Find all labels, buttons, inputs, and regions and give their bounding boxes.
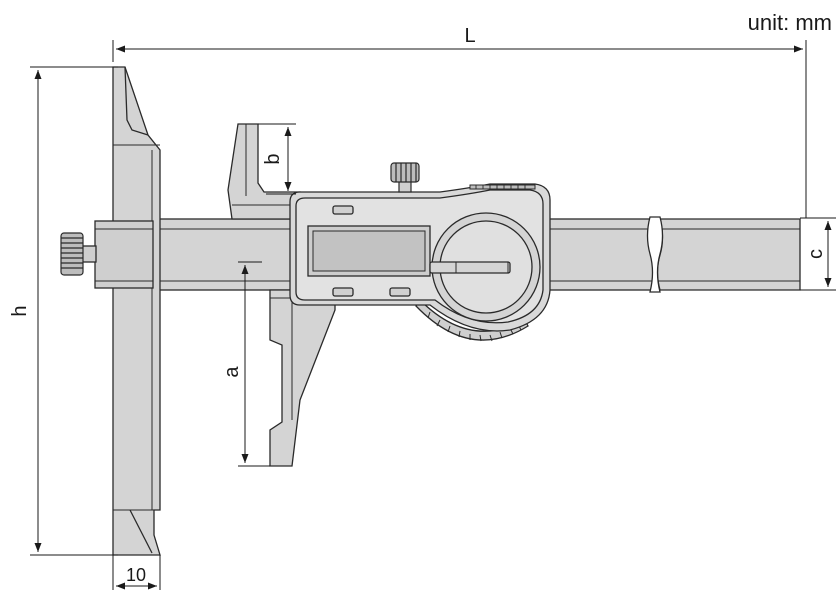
lower-jaw [269, 289, 336, 467]
depth-base [112, 66, 161, 556]
label-h: h [9, 305, 31, 316]
dimension-lines [30, 40, 836, 590]
label-base-width: 10 [126, 565, 146, 585]
base-lock-screw-icon [60, 232, 84, 276]
beam-break-mark [646, 216, 664, 293]
slider-lock-screw-icon [390, 162, 420, 193]
label-a: a [221, 366, 243, 378]
base-clamp-block [81, 220, 154, 289]
label-b: b [262, 153, 284, 164]
label-c: c [805, 249, 827, 259]
dial-button-icon [429, 212, 541, 322]
unit-label: unit: mm [747, 10, 832, 35]
upper-jaw [227, 123, 301, 220]
label-L: L [464, 25, 475, 47]
